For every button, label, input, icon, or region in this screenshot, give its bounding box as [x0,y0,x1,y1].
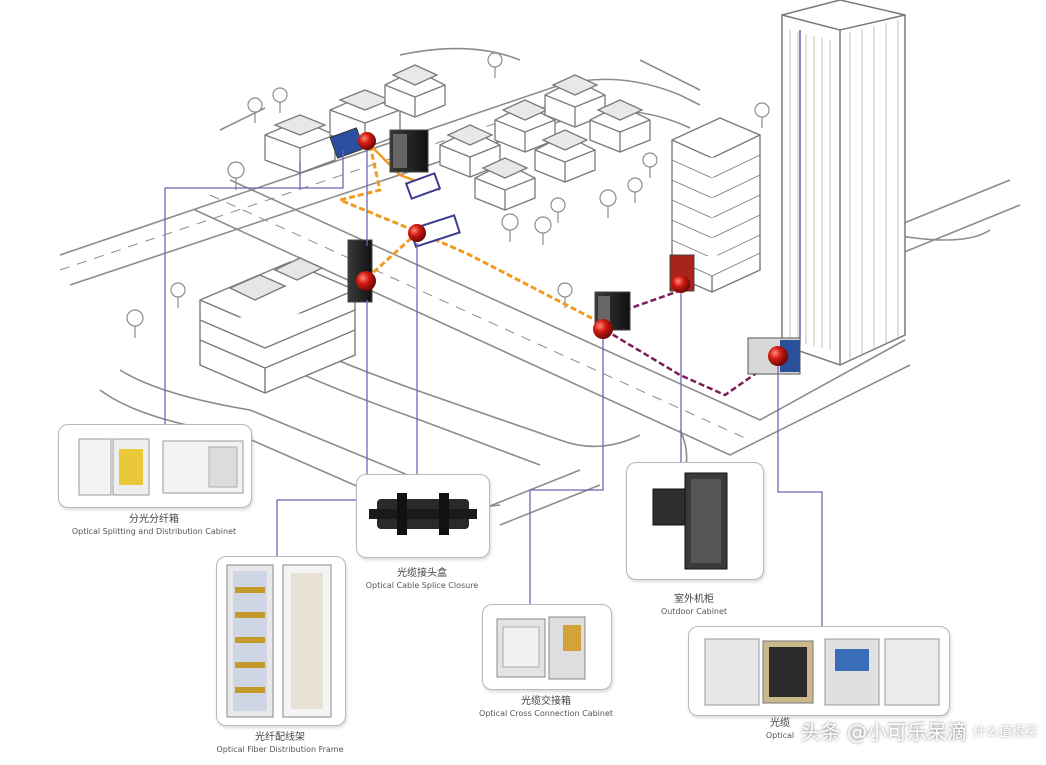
label-zh: 光纤配线架 [255,732,305,743]
card-outdoor [626,462,764,580]
label-cross: 光缆交接箱 Optical Cross Connection Cabinet [446,696,646,719]
label-odf: 光纤配线架 Optical Fiber Distribution Frame [170,732,390,755]
label-zh: 光缆 [770,718,790,729]
label-splice: 光缆接头盒 Optical Cable Splice Closure [330,568,514,591]
purple-fiber-route [604,328,779,397]
watermark-sub: 什么值得买 [972,725,1038,740]
red-sphere-icon [356,271,376,291]
card-odf [216,556,346,726]
outdoor-cabinet-image [652,472,728,570]
label-en: Optical Fiber Distribution Frame [216,744,344,754]
watermark: 头条 @小可乐呆滴 什么值得买 [801,716,1038,745]
label-zh: 光缆交接箱 [521,696,571,707]
card-splice [356,474,490,558]
orange-fiber-branch [363,230,420,282]
splice-closure-image [369,493,477,535]
red-sphere-nodes [356,132,788,366]
card-terminal [688,626,950,716]
cross-cabinet-image [496,616,586,680]
label-splitting: 分光分纤箱 Optical Splitting and Distribution… [48,514,260,537]
terminal-box-image [704,638,940,706]
card-splitting [58,424,252,508]
label-zh: 室外机柜 [674,594,714,605]
equipment-cabinet-icon [347,239,373,303]
office-building-left [199,257,356,394]
red-sphere-icon [358,132,376,150]
trees [126,52,770,338]
red-sphere-icon [768,346,788,366]
odf-frame-image [226,564,332,718]
junction-box-icon [404,172,442,200]
red-sphere-icon [593,319,613,339]
red-sphere-icon [408,224,426,242]
label-en: Optical Cross Connection Cabinet [479,708,613,718]
label-en: Optical Splitting and Distribution Cabin… [71,526,237,536]
label-en: Outdoor Cabinet [660,606,728,616]
label-zh: 光缆接头盒 [397,568,447,579]
splitting-cabinet-image [78,438,244,496]
label-en: Optical [765,730,795,740]
label-outdoor: 室外机柜 Outdoor Cabinet [600,594,788,617]
purple-fiber-branch [624,288,683,312]
leader-lines [164,150,823,628]
orange-fiber-route [335,144,606,327]
card-cross [482,604,612,690]
red-sphere-icon [672,275,690,293]
equipment-cabinet-icon [389,129,429,173]
residential-houses [264,64,651,211]
label-terminal: 光缆 Optical [720,718,840,741]
label-en: Optical Cable Splice Closure [365,580,479,590]
label-zh: 分光分纤箱 [129,514,179,525]
watermark-brand: 头条 @小可乐呆滴 [800,720,967,744]
mid-tower [671,117,761,293]
